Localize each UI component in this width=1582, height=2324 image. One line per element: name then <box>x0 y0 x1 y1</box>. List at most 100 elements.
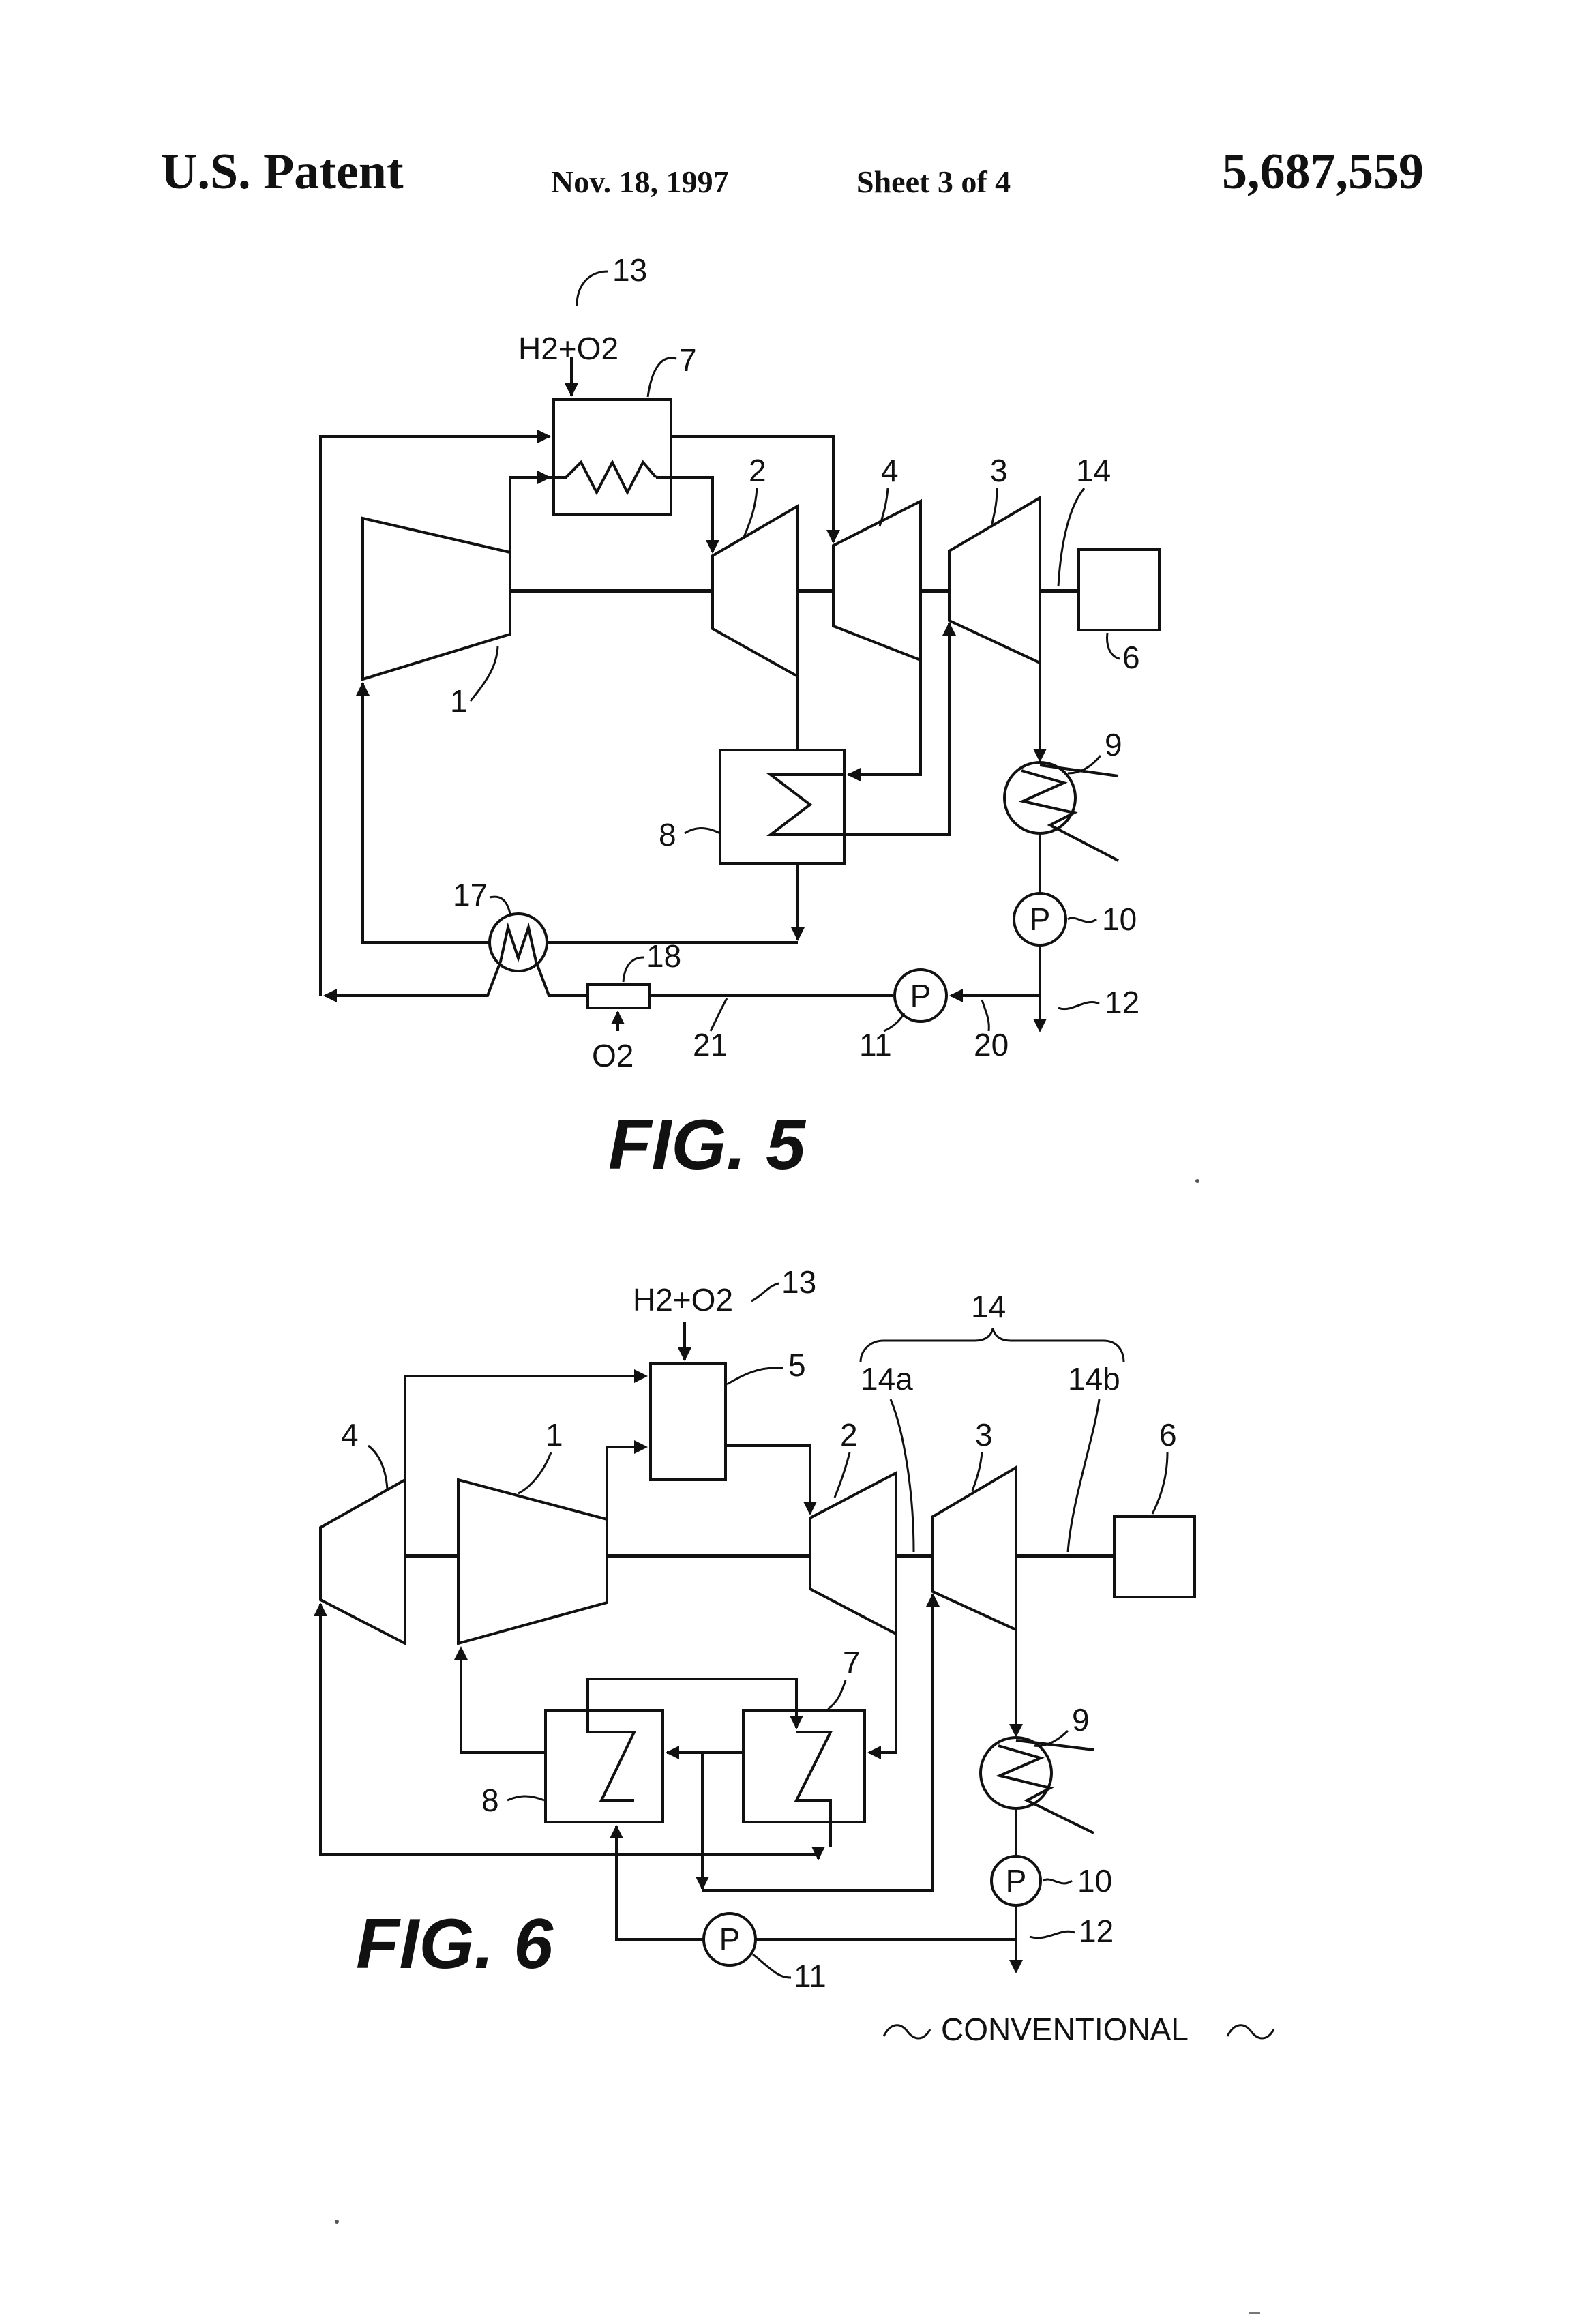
fig6-ref-14a: 14a <box>861 1361 913 1397</box>
header-date: Nov. 18, 1997 <box>551 164 729 199</box>
pump-11-label: P <box>719 1922 741 1957</box>
fig6-ref-13: 13 <box>781 1264 816 1300</box>
leader-2 <box>835 1452 850 1498</box>
fig5-fuel-label: H2+O2 <box>518 331 618 366</box>
recycle-inlet-line <box>320 436 550 996</box>
brace-14 <box>861 1328 1124 1362</box>
fig6-ref-2: 2 <box>840 1417 858 1452</box>
fig5-ref-8: 8 <box>659 817 676 852</box>
recuperator-to-18-line <box>536 962 588 996</box>
figure-6-caption: FIG. 6 <box>356 1905 554 1984</box>
pump-10-label: P <box>1030 902 1051 937</box>
leader-11 <box>753 1954 791 1978</box>
leader-12 <box>1058 1002 1099 1009</box>
turbine-2 <box>810 1473 896 1634</box>
fig6-fuel-label: H2+O2 <box>633 1282 733 1317</box>
fig6-ref-4: 4 <box>341 1417 359 1452</box>
compressor-1-inlet-line <box>461 1648 546 1753</box>
fig5-ref-13: 13 <box>612 252 647 288</box>
coil-to-turbine-3-line <box>844 623 949 835</box>
leader-17 <box>490 897 510 914</box>
wave-mark-left <box>884 2025 930 2038</box>
fig5-ref-21: 21 <box>693 1027 728 1062</box>
combustor-5 <box>651 1364 726 1480</box>
figure-5-caption: FIG. 5 <box>608 1105 807 1185</box>
heater-7 <box>554 400 671 514</box>
leader-13 <box>751 1283 779 1301</box>
pump-11-label: P <box>910 978 931 1013</box>
fig6-ref-3: 3 <box>975 1417 993 1452</box>
fig5-ref-14: 14 <box>1076 453 1111 488</box>
fig5-ref-4: 4 <box>881 453 899 488</box>
fig6-ref-14: 14 <box>971 1289 1006 1324</box>
fig6-ref-6: 6 <box>1159 1417 1177 1452</box>
leader-21 <box>711 998 727 1031</box>
fig5-ref-17: 17 <box>453 877 488 912</box>
pump-10-label: P <box>1006 1863 1027 1898</box>
oxygen-mixer-18 <box>588 985 649 1008</box>
line-20 <box>951 968 1040 996</box>
fig6-ref-10: 10 <box>1077 1863 1112 1898</box>
leader-7 <box>648 358 676 397</box>
leader-8 <box>685 829 720 834</box>
leader-6 <box>1107 633 1120 659</box>
fig5-ref-10: 10 <box>1102 902 1137 937</box>
fig6-ref-11: 11 <box>794 1958 826 1994</box>
leader-10 <box>1068 918 1096 922</box>
leader-7 <box>828 1680 846 1709</box>
speck <box>335 2220 339 2224</box>
fig6-ref-5: 5 <box>788 1347 806 1383</box>
recuperator-to-loop-line <box>325 962 501 996</box>
leader-5 <box>727 1368 783 1384</box>
fig5-ref-12: 12 <box>1105 985 1139 1020</box>
leader-6 <box>1152 1452 1167 1514</box>
fig5-ref-20: 20 <box>974 1027 1009 1062</box>
compressor-outlet-line <box>510 477 550 552</box>
generator-6 <box>1114 1517 1195 1597</box>
fig5-ref-11: 11 <box>859 1027 892 1062</box>
conventional-label: CONVENTIONAL <box>941 2012 1189 2047</box>
fig5-ref-1: 1 <box>450 683 468 719</box>
leader-1 <box>518 1452 551 1493</box>
fig5-ref-7: 7 <box>679 342 697 378</box>
heat-exchanger-7 <box>743 1710 865 1822</box>
speck <box>1195 1179 1199 1183</box>
fig6-ref-12: 12 <box>1079 1913 1114 1949</box>
leader-14a <box>891 1399 914 1552</box>
leader-8 <box>507 1796 544 1800</box>
fig6-ref-9: 9 <box>1072 1702 1090 1738</box>
combustor-to-turbine-2-line <box>726 1446 810 1514</box>
leader-3 <box>972 1452 982 1491</box>
wave-mark-right <box>1227 2025 1274 2038</box>
leader-4 <box>368 1446 387 1489</box>
compressor-4-outlet-line <box>405 1376 646 1480</box>
leader-1 <box>471 646 498 701</box>
leader-12 <box>1030 1931 1075 1938</box>
turbine-2 <box>713 506 798 676</box>
fig5-ref-3: 3 <box>990 453 1008 488</box>
recuperator-17 <box>490 914 547 971</box>
fig5-ref-6: 6 <box>1122 640 1140 675</box>
page-header: U.S. Patent Nov. 18, 1997 Sheet 3 of 4 5… <box>161 144 1424 200</box>
generator-6 <box>1079 550 1159 630</box>
fig6-ref-7: 7 <box>843 1645 861 1680</box>
turbine-2-exhaust-line <box>869 1634 896 1753</box>
turbine-3 <box>949 498 1040 663</box>
figure-5: P P H2+O2 13 7 2 4 3 14 6 1 9 8 10 <box>320 252 1159 1185</box>
leader-14b <box>1068 1399 1099 1552</box>
fig5-ref-18: 18 <box>646 938 681 974</box>
fig5-ref-9: 9 <box>1105 727 1122 762</box>
header-patent-number: 5,687,559 <box>1222 144 1424 200</box>
compressor-4 <box>320 1480 405 1643</box>
fig5-oxygen-label: O2 <box>592 1038 633 1073</box>
leader-10 <box>1043 1879 1072 1883</box>
turbine-4-exhaust-line <box>848 660 921 775</box>
header-sheet: Sheet 3 of 4 <box>856 164 1011 199</box>
turbine-3 <box>933 1468 1016 1630</box>
turbine-4 <box>833 501 921 660</box>
compressor-1 <box>458 1480 607 1643</box>
condenser-9 <box>981 1738 1051 1808</box>
compressor-1 <box>363 518 510 679</box>
figure-6: P P H2+O2 13 14 5 14a 14b 4 1 2 3 6 7 9 … <box>320 1264 1274 2047</box>
